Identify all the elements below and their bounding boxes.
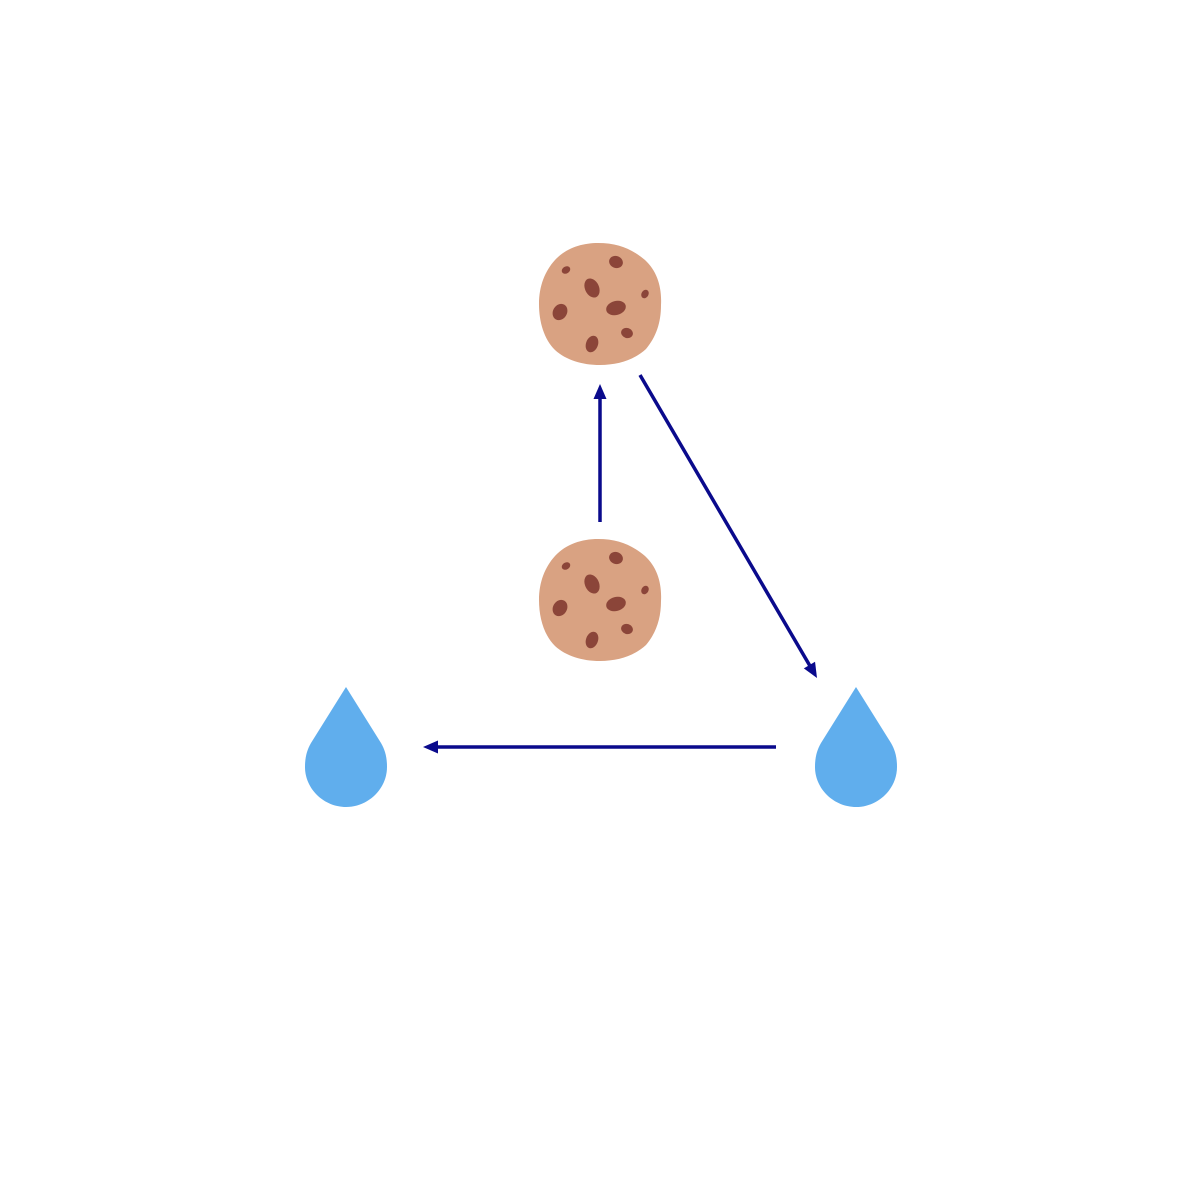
cookie-top: [539, 243, 662, 365]
drop-left: [305, 687, 387, 807]
arrow-cookie-top-to-drop-right: [638, 374, 817, 678]
arrow-head: [803, 661, 817, 678]
cookie-icon: [539, 539, 662, 661]
cookie-center: [539, 539, 662, 661]
arrow-drop-right-to-drop-left: [423, 740, 776, 754]
arrow-head: [423, 740, 438, 754]
drop-right: [815, 687, 897, 807]
arrow-line: [638, 374, 812, 668]
cookie-icon: [539, 243, 662, 365]
edges-layer: [423, 374, 817, 754]
water-drop-icon: [305, 687, 387, 807]
arrow-head: [593, 384, 607, 399]
arrow-cookie-center-to-cookie-top: [593, 384, 607, 522]
water-drop-icon: [815, 687, 897, 807]
